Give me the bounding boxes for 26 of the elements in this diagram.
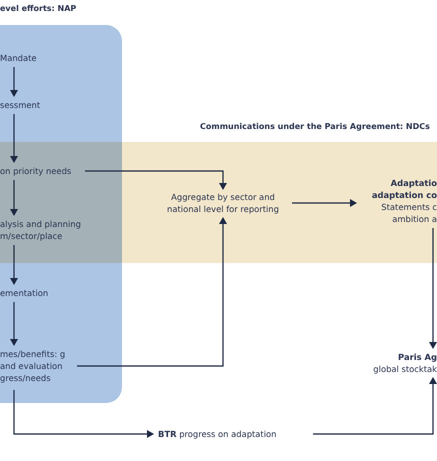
- node-text: alysis and planning m/sector/place: [0, 218, 82, 242]
- node-text: on priority needs: [0, 165, 72, 177]
- arrow: [429, 228, 437, 349]
- node-text: Mandate: [0, 52, 38, 64]
- node-text: global stocktak: [372, 363, 437, 375]
- arrow: [292, 199, 357, 207]
- node-text: Paris Ag: [397, 351, 437, 363]
- section-heading: evel efforts: NAP: [0, 4, 76, 13]
- arrow: [10, 302, 18, 346]
- node-text: Adaptatio adaptation co: [370, 177, 437, 201]
- node-text: sessment: [0, 99, 42, 111]
- arrow: [13, 390, 154, 438]
- arrow: [10, 114, 18, 163]
- arrow: [10, 245, 18, 285]
- arrow: [313, 377, 437, 435]
- node-text: Statements c ambition a: [380, 201, 437, 225]
- arrow: [10, 180, 18, 216]
- process-panel: [0, 25, 122, 403]
- arrow: [10, 67, 18, 97]
- node-text: BTR progress on adaptation: [158, 428, 278, 440]
- arrow: [77, 217, 227, 367]
- section-heading: Communications under the Paris Agreement: NDCs: [200, 122, 430, 131]
- node-text: mes/benefits: g and evaluation gress/needs: [0, 348, 66, 384]
- node-text: ementation: [0, 287, 50, 299]
- arrow: [85, 170, 227, 190]
- node-text: Aggregate by sector and national level for reporting: [166, 191, 280, 215]
